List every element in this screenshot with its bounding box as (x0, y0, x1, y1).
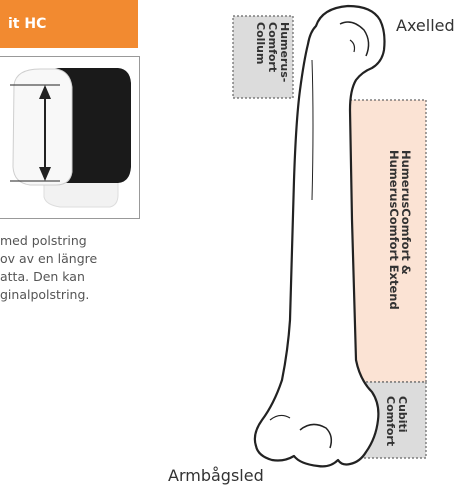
collum-label: Humerus- Comfort Collum (254, 22, 290, 94)
cubiti-label: Cubiti Comfort (378, 396, 408, 446)
shoulder-joint-label: Axelled (396, 16, 455, 35)
elbow-joint-label: Armbågsled (168, 466, 264, 485)
extend-label: HumerusComfort & HumerusComfort Extend (378, 150, 412, 340)
